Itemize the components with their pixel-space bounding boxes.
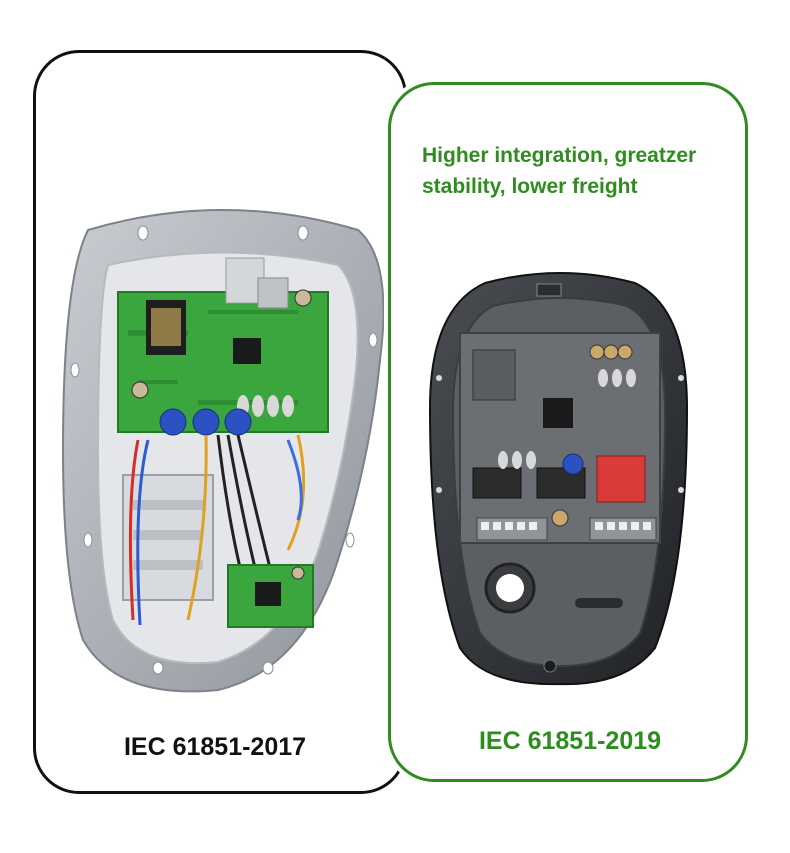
new-standard-label: IEC 61851-2019 bbox=[478, 727, 662, 755]
red-relay bbox=[596, 455, 646, 503]
old-charger-photo bbox=[61, 209, 385, 693]
old-standard-label: IEC 61851-2017 bbox=[123, 733, 307, 761]
tagline-line-2: stability, lower freight bbox=[422, 175, 638, 198]
new-model-tagline: Higher integration, greatzer stability, … bbox=[422, 140, 742, 202]
tagline-line-1: Higher integration, greatzer bbox=[422, 144, 697, 167]
new-charger-photo bbox=[428, 272, 689, 686]
